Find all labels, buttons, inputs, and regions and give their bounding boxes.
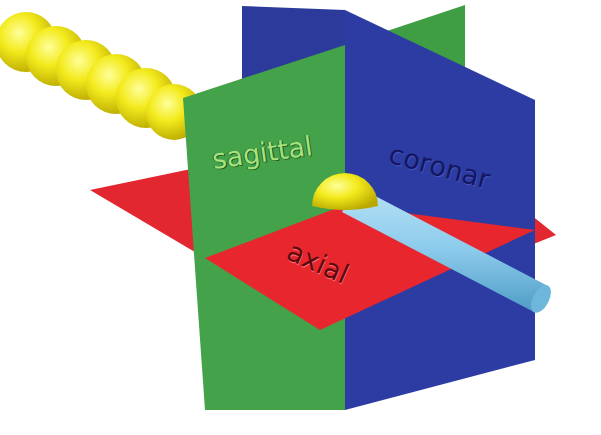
sphere-chain [0,12,202,140]
yellow-dome [312,173,378,210]
